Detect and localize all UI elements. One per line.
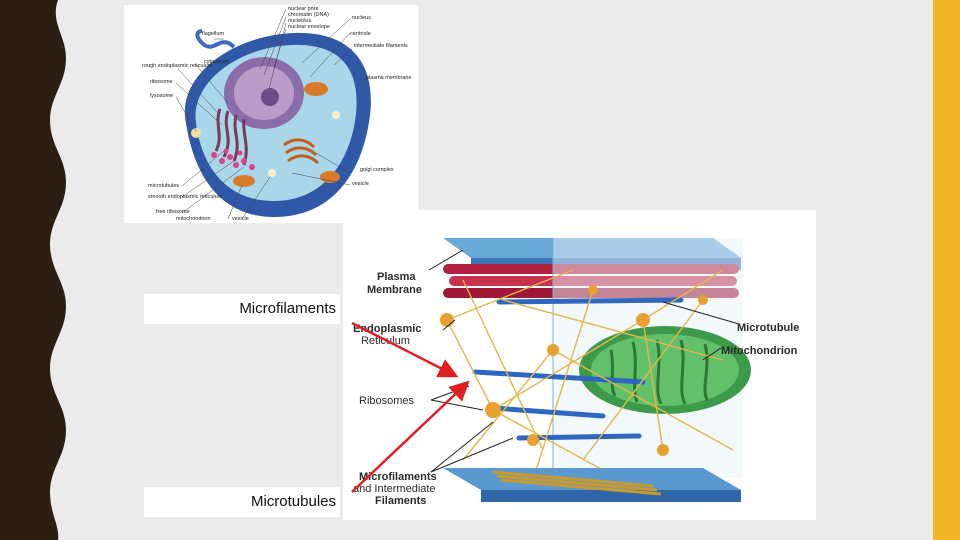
flagellum-shape — [195, 29, 236, 49]
right-accent-bar — [933, 0, 960, 540]
label-chromatin: chromatin (DNA) — [288, 12, 329, 18]
label-lysosome: lysosome — [150, 93, 173, 99]
label-nucleus: nucleus — [352, 15, 371, 21]
label-rough-er: rough endoplasmic reticulum — [142, 63, 213, 69]
caption-microtubules: Microtubules — [250, 493, 336, 510]
label-microtubule: Microtubule — [737, 322, 799, 334]
animal-cell-illustration: nuclear pore chromatin (DNA) nucleolus n… — [142, 6, 412, 222]
label-plasma-membrane: plasma membrane — [366, 75, 412, 81]
cytoskeleton-diagram: Plasma Membrane Endoplasmic Reticulum Mi… — [343, 210, 816, 520]
animal-cell-diagram: nuclear pore chromatin (DNA) nucleolus n… — [124, 5, 418, 223]
caption-microfilaments-box: Microfilaments — [144, 294, 340, 324]
label-plasma-membrane-line1: Plasma — [377, 271, 416, 283]
label-vesicle-bottom: vesicle — [232, 216, 249, 222]
left-decorative-border — [0, 0, 72, 540]
label-microtubules: microtubules — [148, 183, 179, 189]
mitochondrion-shape — [304, 82, 328, 96]
label-nuclear-pore: nuclear pore — [288, 6, 319, 12]
label-microfilaments-line3: Filaments — [375, 495, 426, 507]
label-mitochondrion: mitochondrion — [176, 216, 211, 222]
label-centriole: centriole — [350, 31, 371, 37]
label-cytoplasm: cytoplasm — [204, 59, 229, 65]
label-er-line1: Endoplasmic — [353, 323, 421, 335]
label-microfilaments-line2: and Intermediate — [353, 483, 436, 495]
label-ribosomes: Ribosomes — [359, 395, 415, 407]
cytoskeleton-illustration: Plasma Membrane Endoplasmic Reticulum Mi… — [353, 238, 799, 507]
label-smooth-er: smooth endoplasmic reticulum — [148, 194, 223, 200]
label-vesicle-right: vesicle — [352, 181, 369, 187]
label-nuclear-envelope: nuclear envelope — [288, 24, 330, 30]
label-plasma-membrane-line2: Membrane — [367, 284, 422, 296]
filament-network — [446, 269, 734, 481]
label-microfilaments-line1: Microfilaments — [359, 471, 437, 483]
label-nucleolus: nucleolus — [288, 18, 311, 24]
label-intermediate-filaments: intermediate filaments — [354, 43, 408, 49]
filament-bundle — [492, 470, 662, 496]
label-er-line2: Reticulum — [361, 335, 410, 347]
label-free-ribosome: free ribosome — [156, 209, 190, 215]
microtubules — [472, 297, 684, 441]
label-flagellum: flagellum — [202, 31, 224, 37]
golgi-shape — [283, 138, 320, 165]
label-golgi: golgi complex — [360, 167, 394, 173]
label-ribosome: ribosome — [150, 79, 173, 85]
label-mitochondrion: Mitochondrion — [721, 345, 798, 357]
caption-microtubules-box: Microtubules — [144, 487, 340, 517]
caption-microfilaments: Microfilaments — [239, 300, 336, 317]
